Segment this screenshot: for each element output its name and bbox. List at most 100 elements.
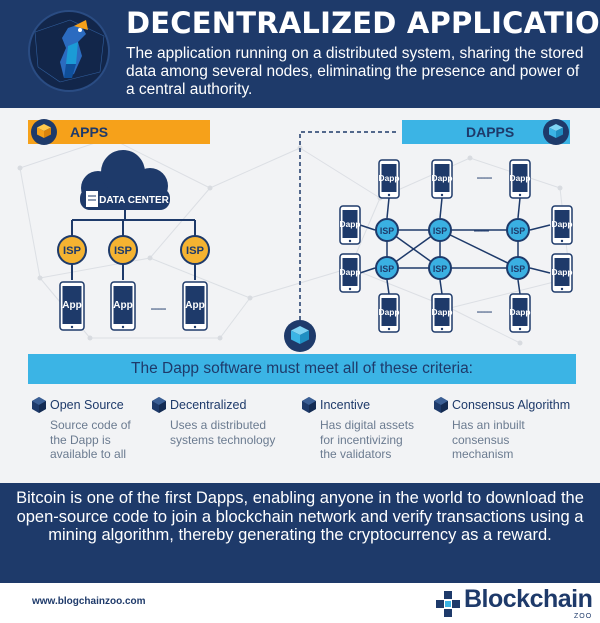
apps-section-header: APPS [28,120,210,144]
device-phone: Dapp [551,253,573,293]
footer-banner: Bitcoin is one of the first Dapps, enabl… [0,483,600,623]
phone-button [387,327,391,331]
isp-circle [375,218,399,242]
isp-label: ISP [380,264,394,274]
website-link[interactable]: www.blogchainzoo.com [32,596,146,607]
device-label: Dapp [552,267,573,277]
isp-node: ISP [506,256,530,280]
device-phone: Dapp [551,205,573,245]
device-label: Dapp [510,307,531,317]
ellipsis: ----- [477,170,493,184]
network-node [37,275,43,281]
device-phone: Dapp [378,159,400,199]
ellipsis: ----- [151,301,167,315]
criterion-desc-line: the validators [320,447,392,461]
device-phone: Dapp [378,293,400,333]
cloud-label: DATA CENTER [99,195,170,206]
isp-label: ISP [63,245,82,257]
criterion-description: Has digital assets for incentivizing the… [320,418,450,462]
dapp-link [517,197,521,219]
device-phone: App [182,281,208,331]
phone-button [348,239,352,243]
criterion-title: Incentive [320,398,371,412]
cube-icon [302,397,316,413]
criterion-description: Uses a distributed systems technology [170,418,300,447]
cube-icon [32,397,46,413]
phone-screen [554,258,570,286]
phone-screen [381,164,397,192]
dapp-link [439,279,443,295]
criterion-desc-line: Uses a distributed [170,418,267,432]
device-phone: Dapp [431,293,453,333]
cube-face [37,127,44,138]
criterion-desc-line: for incentivizing [320,432,403,447]
brand-sub: ZOO [574,613,593,620]
network-node [217,335,223,341]
phone-button [560,239,564,243]
network-line [149,187,211,259]
device-phone: Dapp [509,293,531,333]
device-label: App [185,300,204,311]
isp-circle [180,235,210,265]
phone-screen [113,286,133,324]
isp-label: ISP [511,264,525,274]
criterion-title: Consensus Algorithm [452,398,571,412]
phone-button [560,287,564,291]
phone-button [518,193,522,197]
isp-circle [428,218,452,242]
network-node [247,295,253,301]
phone-screen [434,164,450,192]
criterion-desc-line: consensus [452,432,510,447]
device-label: Dapp [340,219,361,229]
criterion-title: Decentralized [170,398,247,412]
isp-node: ISP [428,256,452,280]
device-label: App [113,300,132,311]
dapp-link [386,279,390,295]
device-label: App [62,300,81,311]
server-body [86,191,98,207]
dapp-link [439,197,443,219]
cube-face [556,127,563,138]
isp-node: ISP [506,218,530,242]
device-label: Dapp [510,173,531,183]
ellipsis: ----- [474,223,490,237]
criterion-description: Has an inbuilt consensus mechanism [452,418,582,462]
device-label: Dapp [432,307,453,317]
criterion-desc-line: mechanism [452,447,514,461]
device-label: Dapp [432,173,453,183]
phone-screen [434,298,450,326]
device-phone: Dapp [431,159,453,199]
network-line [19,167,41,279]
phone-screen [185,286,205,324]
isp-node: ISP [108,235,138,265]
isp-circle [57,235,87,265]
apps-label: APPS [70,124,109,140]
phone-screen [512,298,528,326]
device-phone: Dapp [339,253,361,293]
network-node [147,255,153,261]
criterion-desc-line: Has digital assets [320,418,415,432]
phone-button [348,287,352,291]
criterion-desc-line: systems technology [170,432,276,447]
phone-screen [381,298,397,326]
phone-screen [554,210,570,238]
phone-button [440,193,444,197]
cube-icon [152,397,166,413]
network-node [467,155,473,161]
device-label: Dapp [552,219,573,229]
page-title: DECENTRALIZED APPLICATION [126,6,600,40]
phone-screen [62,286,82,324]
background-network-pattern [17,135,573,346]
isp-label: ISP [380,226,394,236]
cube-icon [434,397,448,413]
isp-label: ISP [433,264,447,274]
phone-button [193,325,197,329]
device-label: Dapp [379,173,400,183]
peacock-icon [34,19,105,83]
criteria-heading-bar: The Dapp software must meet all of these… [28,354,576,384]
dashed-connector [299,131,396,328]
phone-button [70,325,74,329]
cube-face [44,127,51,138]
